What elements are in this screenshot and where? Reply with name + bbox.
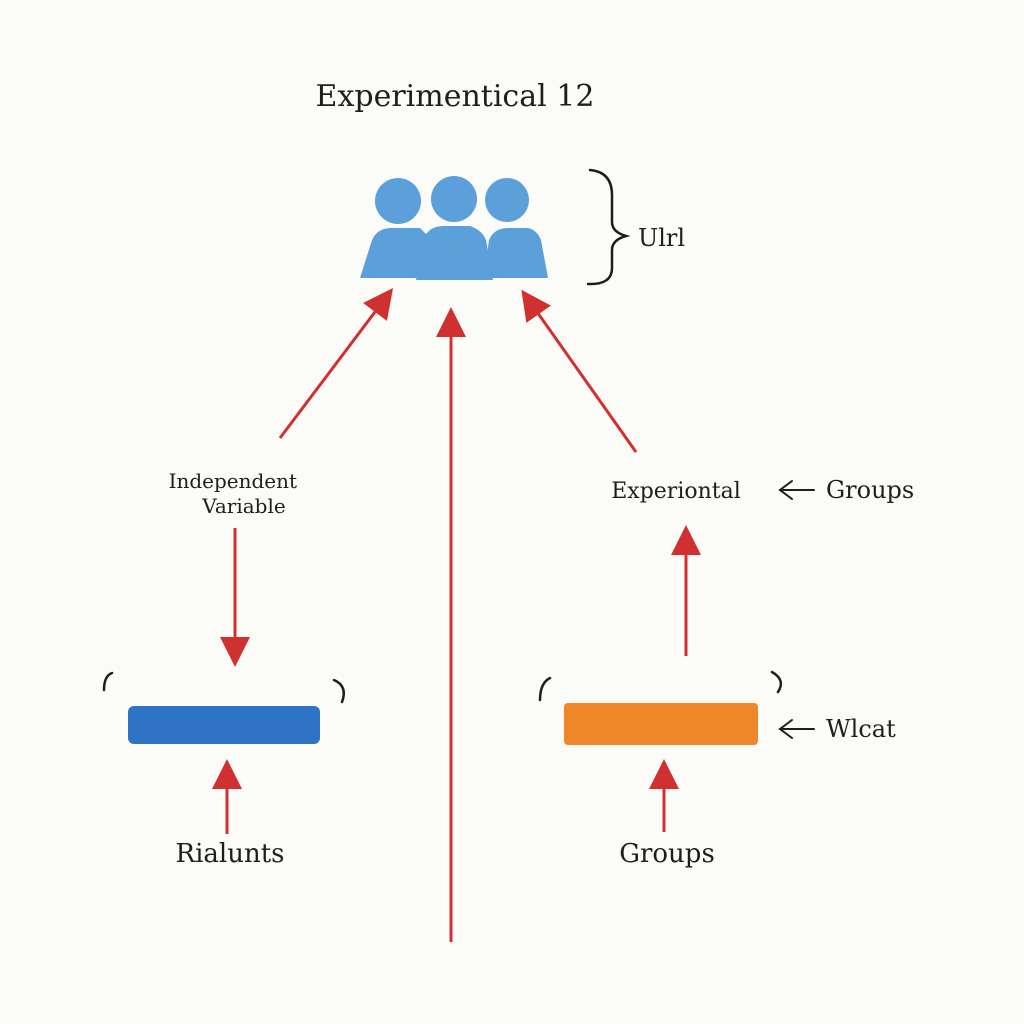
rialunts-label: Rialunts bbox=[176, 839, 285, 869]
left-arrow-icon bbox=[778, 480, 815, 500]
orange-bar bbox=[538, 670, 783, 745]
groups-side-label: Groups bbox=[826, 476, 914, 504]
people-group-icon bbox=[360, 176, 548, 280]
arrow-right-to-people bbox=[521, 289, 638, 453]
diagram-title: Experimentical 12 bbox=[316, 79, 595, 114]
brace-label: Ulrl bbox=[638, 224, 685, 252]
independent-variable-label: Independent Variable bbox=[169, 469, 304, 518]
brace-icon bbox=[586, 168, 631, 286]
left-arrow-icon bbox=[778, 719, 815, 739]
experiontal-label: Experiontal bbox=[611, 479, 741, 504]
blue-bar bbox=[102, 671, 345, 744]
groups-bottom-label: Groups bbox=[619, 839, 715, 869]
wlcat-label: Wlcat bbox=[826, 715, 896, 743]
arrow-left-to-people bbox=[278, 288, 394, 439]
